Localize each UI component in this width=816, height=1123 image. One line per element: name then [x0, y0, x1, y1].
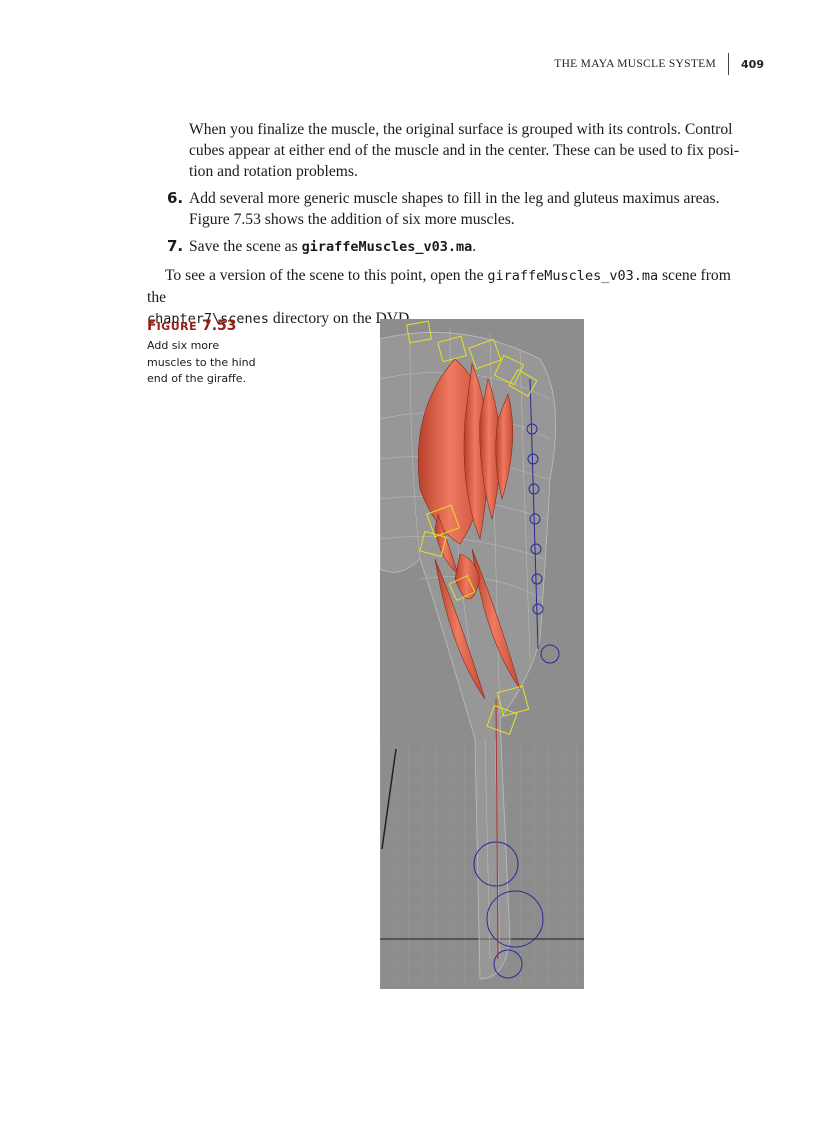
- intro-line: When you finalize the muscle, the origin…: [189, 121, 733, 138]
- step-line: Add several more generic muscle shapes t…: [189, 190, 720, 207]
- step-text: Add several more generic muscle shapes t…: [189, 188, 751, 230]
- step-line: Figure 7.53 shows the addition of six mo…: [189, 211, 515, 228]
- maya-viewport-render: [380, 319, 584, 989]
- figure-caption: Add six more muscles to the hind end of …: [147, 339, 256, 385]
- directory-path: chapter7\scenes: [147, 311, 269, 327]
- control-cubes: [406, 320, 538, 736]
- muscle-shapes: [417, 358, 521, 700]
- step-7: 7. Save the scene as giraffeMuscles_v03.…: [167, 236, 751, 258]
- leg-muscle: [471, 548, 521, 690]
- header-divider: [728, 53, 730, 75]
- closing-text: To see a version of the scene to this po…: [165, 267, 488, 284]
- intro-line: cubes appear at either end of the muscle…: [189, 142, 740, 159]
- intro-paragraph: When you finalize the muscle, the origin…: [189, 119, 749, 182]
- leg-muscle: [434, 558, 486, 700]
- intro-line: tion and rotation problems.: [189, 163, 358, 180]
- scene-filename: giraffeMuscles_v03.ma: [301, 239, 473, 255]
- step-number: 7.: [167, 237, 184, 255]
- step-6: 6. Add several more generic muscle shape…: [167, 188, 751, 230]
- running-head: THE MAYA MUSCLE SYSTEM: [554, 58, 717, 70]
- gluteus-muscle: [479, 377, 501, 520]
- figure-label-word: IGURE: [156, 320, 198, 333]
- ground-grid: [380, 739, 584, 989]
- step-text-prefix: Save the scene as: [189, 238, 302, 255]
- step-text-suffix: .: [472, 238, 477, 255]
- figure-label: FIGURE 7.53: [147, 318, 237, 334]
- step-number: 6.: [167, 189, 184, 207]
- joint-chain: [473, 378, 560, 979]
- closing-paragraph: To see a version of the scene to this po…: [147, 265, 751, 330]
- scene-filename-inline: giraffeMuscles_v03.ma: [487, 268, 659, 284]
- page-header: THE MAYA MUSCLE SYSTEM 409: [554, 53, 764, 75]
- figure-label-initial: F: [147, 318, 157, 334]
- closing-text: scene from the: [147, 267, 731, 306]
- figure-label-number: 7.53: [202, 318, 237, 334]
- page-number: 409: [741, 57, 764, 71]
- step-text: Save the scene as giraffeMuscles_v03.ma.: [189, 236, 751, 258]
- camera-line: [381, 748, 397, 850]
- figure-image: [380, 319, 584, 989]
- gluteus-muscle: [495, 393, 514, 501]
- closing-text: directory on the DVD.: [268, 310, 414, 327]
